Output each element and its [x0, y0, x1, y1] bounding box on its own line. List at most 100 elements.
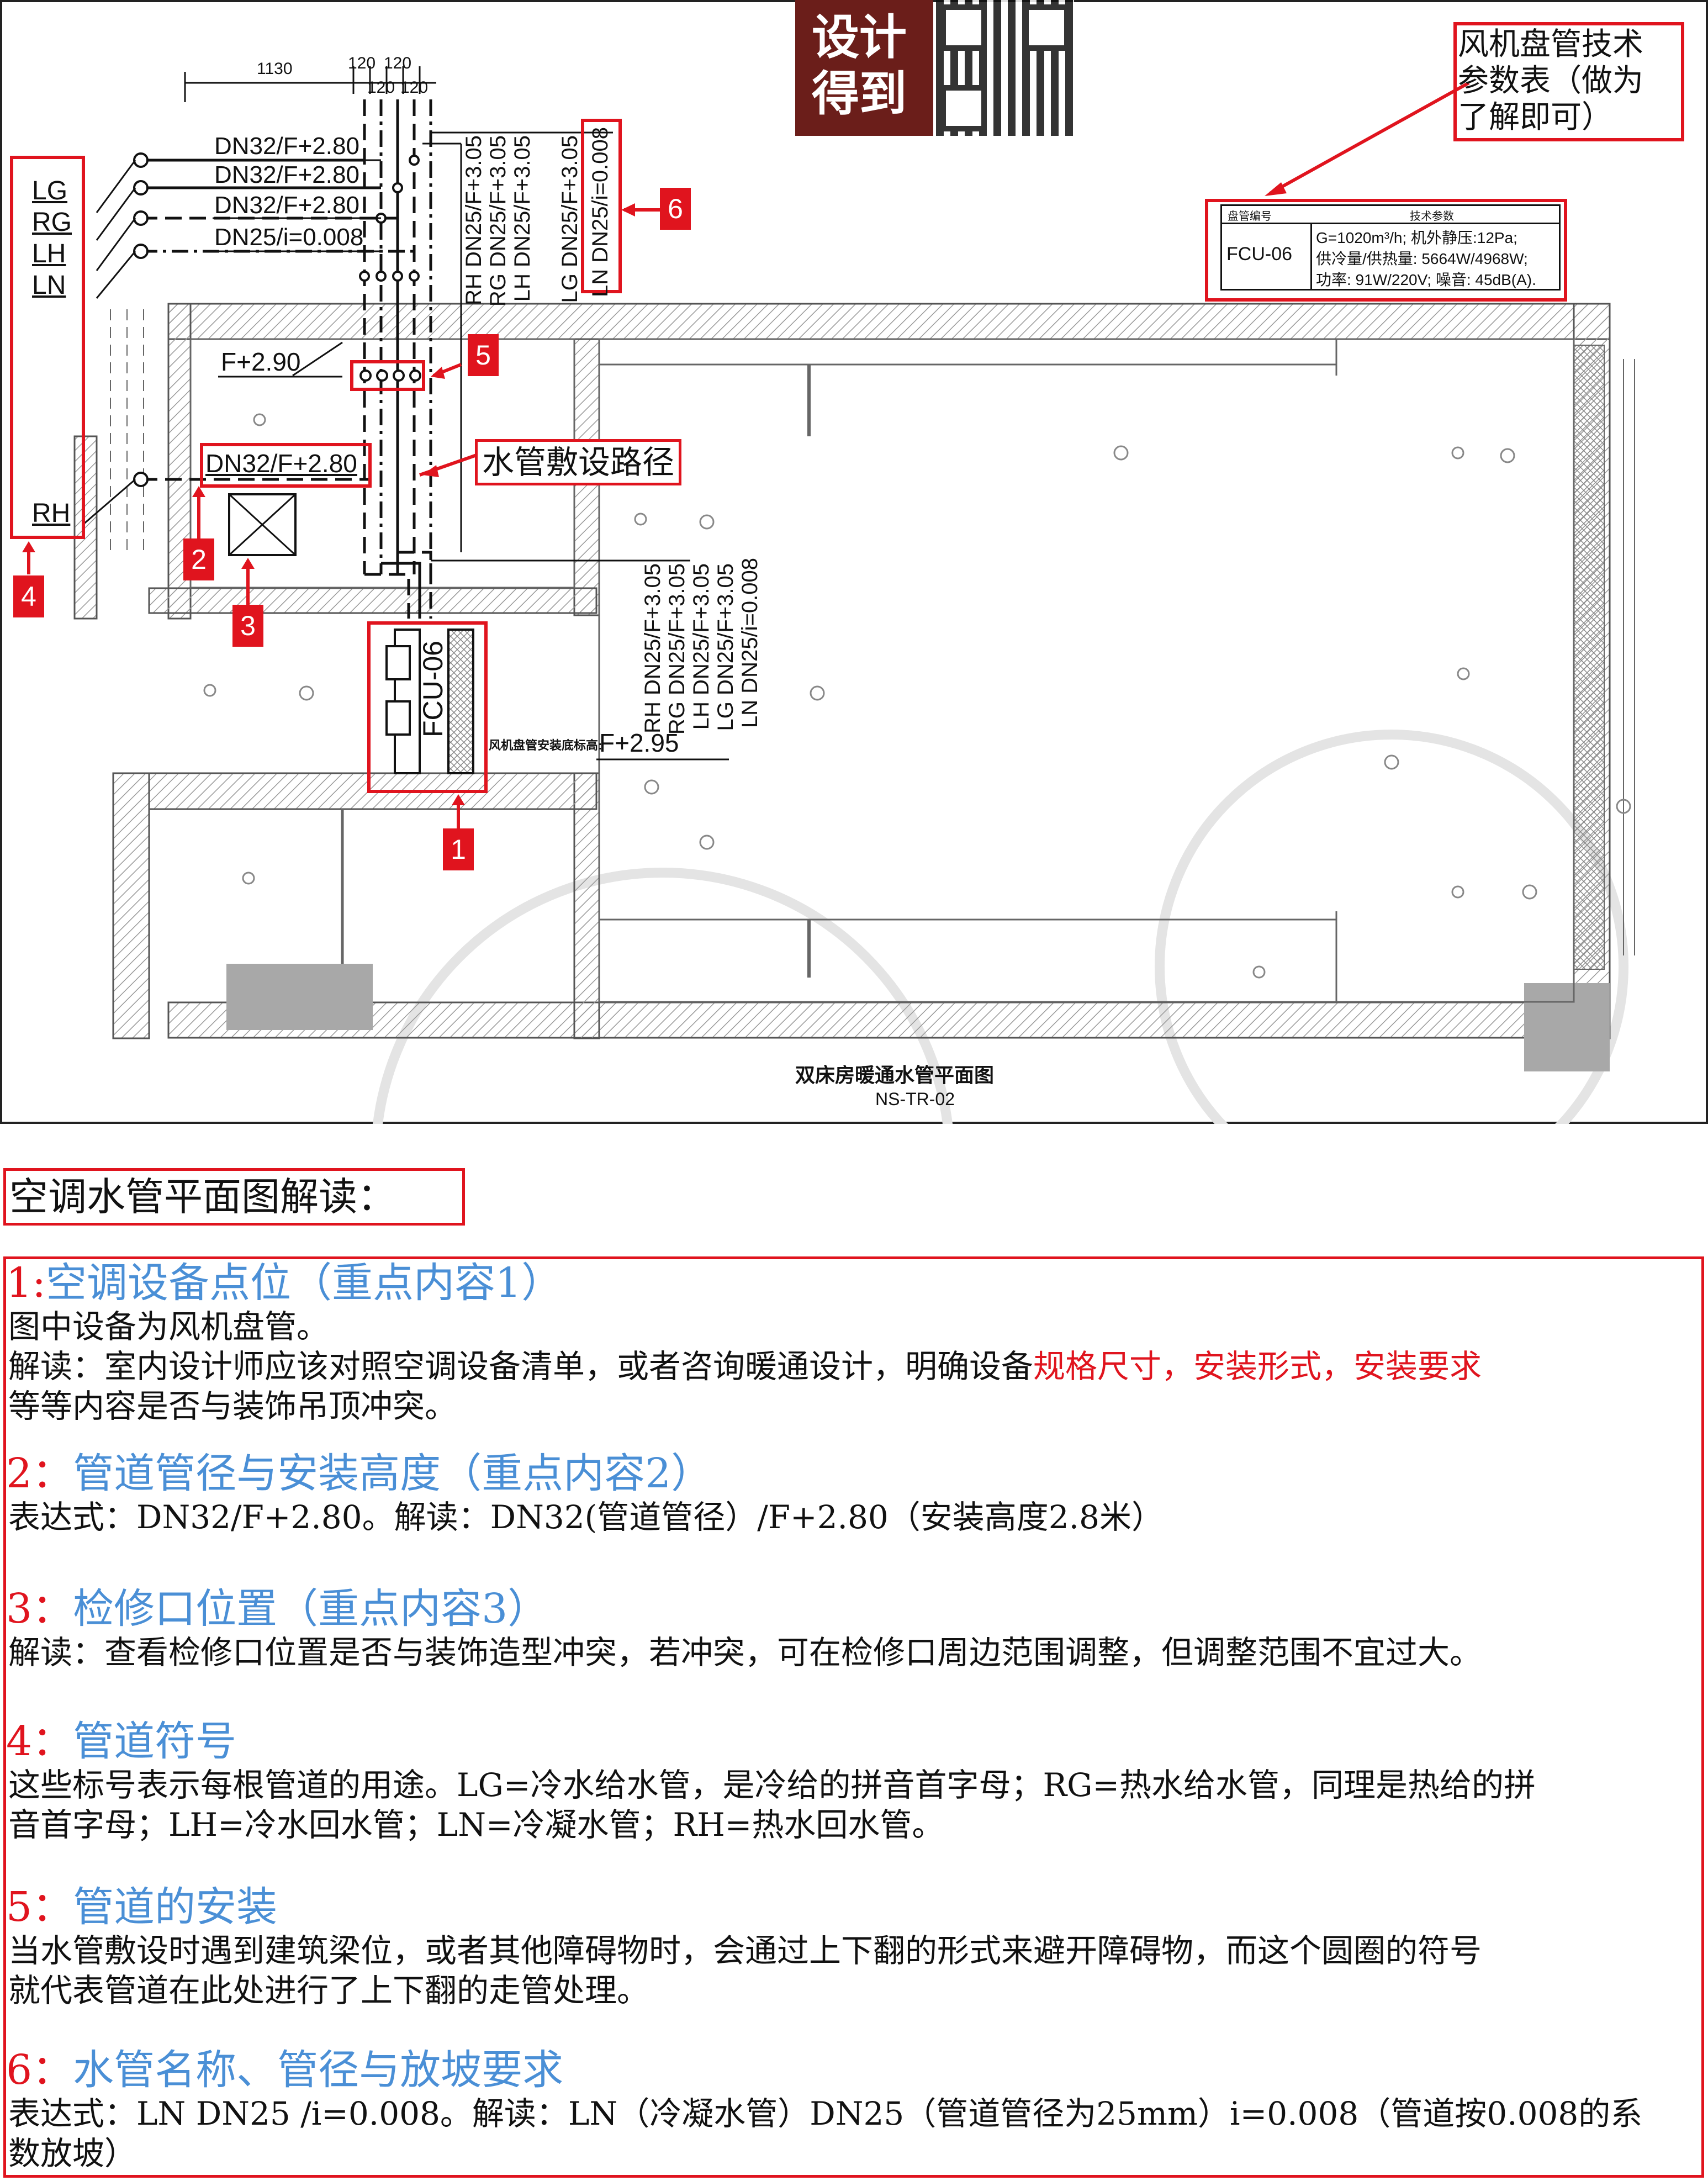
- spec-header-params: 技术参数: [1410, 210, 1454, 223]
- leader-lines: [82, 142, 729, 761]
- note-line-2: 参数表（做为: [1458, 63, 1643, 99]
- section-3-body: 解读：查看检修口位置是否与装饰造型冲突，若冲突，可在检修口周边范围调整，但调整范…: [6, 1633, 1701, 1672]
- section-5: 5：管道的安装 当水管敷设时遇到建筑梁位，或者其他障碍物时，会通过上下翻的形式来…: [6, 1883, 1701, 2010]
- pipe-code-lg: LG: [32, 176, 68, 205]
- section-1: 1:空调设备点位（重点内容1） 图中设备为风机盘管。 解读：室内设计师应该对照空…: [6, 1259, 1701, 1426]
- badge-5: 5: [468, 334, 499, 376]
- qr-code-image: [936, 0, 1074, 136]
- section-1-number: 1:: [6, 1259, 46, 1307]
- section-4-line-1: 这些标号表示每根管道的用途。LG=冷水给水管，是冷给的拼音首字母；RG=热水给水…: [8, 1766, 1536, 1804]
- vspec-top-rg: RG DN25/F+3.05: [486, 135, 510, 307]
- section-4-title: 管道符号: [73, 1718, 237, 1765]
- vspec-mid-lh: LH DN25/F+3.05: [689, 563, 713, 730]
- plan-code: NS-TR-02: [875, 1089, 955, 1109]
- dimension-120-d: 120: [400, 78, 429, 97]
- section-3-title: 检修口位置（重点内容3）: [73, 1585, 549, 1633]
- section-6-body: 表达式：LN DN25 /i=0.008。解读：LN（冷凝水管）DN25（管道管…: [6, 2094, 1701, 2173]
- fcu-unit-symbol: [385, 629, 474, 774]
- section-2-line-1: 表达式：DN32/F+2.80。解读：DN32(管道管径）/F+2.80（安装高…: [8, 1498, 1164, 1536]
- spec-line-3: 功率: 91W/220V; 噪音: 45dB(A).: [1316, 271, 1536, 288]
- section-5-body: 当水管敷设时遇到建筑梁位，或者其他障碍物时，会通过上下翻的形式来避开障碍物，而这…: [6, 1931, 1701, 2010]
- pipe-code-rh: RH: [32, 499, 71, 528]
- spec-header-id: 盘管编号: [1228, 210, 1272, 223]
- section-5-title: 管道的安装: [73, 1883, 278, 1931]
- explanation-box: 1:空调设备点位（重点内容1） 图中设备为风机盘管。 解读：室内设计师应该对照空…: [3, 1256, 1704, 2178]
- section-6-line-1: 表达式：LN DN25 /i=0.008。解读：LN（冷凝水管）DN25（管道管…: [8, 2095, 1643, 2132]
- floor-plan-svg: [0, 0, 1708, 1124]
- pipe-spec-ln: DN25/i=0.008: [214, 224, 364, 251]
- spec-line-2: 供冷量/供热量: 5664W/4968W;: [1316, 250, 1528, 267]
- section-1-heading: 1:空调设备点位（重点内容1）: [6, 1259, 1701, 1307]
- spec-table-header: 盘管编号 技术参数: [1222, 206, 1559, 224]
- elevation-label: F+2.90: [221, 347, 301, 376]
- vspec-mid-rg: RG DN25/F+3.05: [665, 563, 689, 735]
- section-4-line-2: 音首字母；LH=冷水回水管；LN=冷凝水管；RH=热水回水管。: [8, 1806, 944, 1844]
- section-1-body: 图中设备为风机盘管。 解读：室内设计师应该对照空调设备清单，或者咨询暖通设计，明…: [6, 1307, 1701, 1426]
- vspec-mid-lg: LG DN25/F+3.05: [713, 563, 738, 731]
- logo-line-1: 设计: [812, 10, 907, 65]
- spec-fcu-id: FCU-06: [1226, 244, 1293, 265]
- route-label: 水管敷设路径: [475, 439, 682, 485]
- explanation-title: 空调水管平面图解读：: [3, 1168, 465, 1226]
- section-4-heading: 4：管道符号: [6, 1718, 1701, 1765]
- watermark: [373, 730, 1628, 1124]
- section-6-number: 6：: [6, 2046, 73, 2094]
- section-2-title: 管道管径与安装高度（重点内容2）: [73, 1450, 712, 1497]
- fcu-code-label: FCU-06: [417, 641, 448, 738]
- section-5-heading: 5：管道的安装: [6, 1883, 1701, 1931]
- vspec-mid-ln: LN DN25/i=0.008: [738, 558, 762, 728]
- dimension-1130: 1130: [257, 60, 293, 78]
- section-1-line-2: 解读：室内设计师应该对照空调设备清单，或者咨询暖通设计，明确设备规格尺寸，安装形…: [8, 1346, 1701, 1386]
- logo-line-2: 得到: [812, 66, 907, 122]
- section-1-line-1: 图中设备为风机盘管。: [8, 1308, 329, 1345]
- section-5-line-1: 当水管敷设时遇到建筑梁位，或者其他障碍物时，会通过上下翻的形式来避开障碍物，而这…: [8, 1932, 1482, 1969]
- pipe-code-ln: LN: [32, 271, 66, 300]
- plan-title: 双床房暖通水管平面图: [795, 1064, 995, 1086]
- section-4: 4：管道符号 这些标号表示每根管道的用途。LG=冷水给水管，是冷给的拼音首字母；…: [6, 1718, 1701, 1845]
- section-4-body: 这些标号表示每根管道的用途。LG=冷水给水管，是冷给的拼音首字母；RG=热水给水…: [6, 1765, 1701, 1845]
- badge-2: 2: [183, 538, 214, 580]
- fcu-spec-table: 盘管编号 技术参数 FCU-06 G=1020m³/h; 机外静压:12Pa; …: [1220, 204, 1561, 291]
- section-2-heading: 2：管道管径与安装高度（重点内容2）: [6, 1450, 1701, 1497]
- badge-6: 6: [660, 188, 691, 230]
- dimension-line: [184, 66, 436, 102]
- section-6: 6：水管名称、管径与放坡要求 表达式：LN DN25 /i=0.008。解读：L…: [6, 2046, 1701, 2173]
- vspec-top-lh: LH DN25/F+3.05: [510, 135, 535, 302]
- section-6-title: 水管名称、管径与放坡要求: [73, 2046, 564, 2094]
- section-3-line-1: 解读：查看检修口位置是否与装饰造型冲突，若冲突，可在检修口周边范围调整，但调整范…: [8, 1634, 1482, 1671]
- spec-table-note: 风机盘管技术 参数表（做为 了解即可）: [1458, 27, 1679, 136]
- floor-plan-drawing: 设计 得到 风机盘管技术 参数表（做为 了解即可） 盘管编号 技术参数 FCU-…: [0, 0, 1708, 1124]
- section-5-number: 5：: [6, 1883, 73, 1931]
- vspec-top-lg: LG DN25/F+3.05: [558, 135, 582, 303]
- dimension-120-b: 120: [384, 54, 412, 72]
- pipe-nodes: [133, 152, 421, 487]
- spec-line-1: G=1020m³/h; 机外静压:12Pa;: [1316, 229, 1517, 246]
- section-3-number: 3：: [6, 1585, 73, 1633]
- section-2: 2：管道管径与安装高度（重点内容2） 表达式：DN32/F+2.80。解读：DN…: [6, 1450, 1701, 1537]
- pipe-spec-rh: DN32/F+2.80: [205, 449, 357, 478]
- section-5-line-2: 就代表管道在此处进行了上下翻的走管处理。: [8, 1972, 649, 2009]
- section-3: 3：检修口位置（重点内容3） 解读：查看检修口位置是否与装饰造型冲突，若冲突，可…: [6, 1585, 1701, 1672]
- pipe-spec-rg: DN32/F+2.80: [214, 161, 359, 188]
- access-panel-symbol: [228, 493, 297, 556]
- section-4-number: 4：: [6, 1718, 73, 1765]
- ceiling-fixtures: [203, 413, 1631, 979]
- badge-4: 4: [13, 575, 44, 617]
- vspec-top-rh: RH DN25/F+3.05: [462, 135, 486, 305]
- pipe-spec-lh: DN32/F+2.80: [214, 192, 359, 219]
- pipe-spec-lg: DN32/F+2.80: [214, 133, 359, 160]
- pipe-code-lh: LH: [32, 239, 66, 268]
- section-6-heading: 6：水管名称、管径与放坡要求: [6, 2046, 1701, 2094]
- vspec-top-ln: LN DN25/i=0.008: [588, 127, 612, 297]
- section-1-line-2-highlight: 规格尺寸，安装形式，安装要求: [1033, 1348, 1482, 1385]
- interior-lines: [110, 309, 1635, 1003]
- dimension-120-a: 120: [348, 54, 376, 72]
- section-1-line-3: 等等内容是否与装饰吊顶冲突。: [8, 1387, 457, 1425]
- pipe-code-rg: RG: [32, 208, 72, 237]
- vspec-mid-rh: RH DN25/F+3.05: [641, 563, 665, 733]
- logo-block: 设计 得到: [795, 0, 933, 136]
- fcu-install-label: 风机盘管安装底标高:: [489, 738, 602, 752]
- dimension-120-c: 120: [367, 78, 395, 97]
- walls: [73, 303, 1611, 1071]
- callout-boxes: [10, 22, 1684, 828]
